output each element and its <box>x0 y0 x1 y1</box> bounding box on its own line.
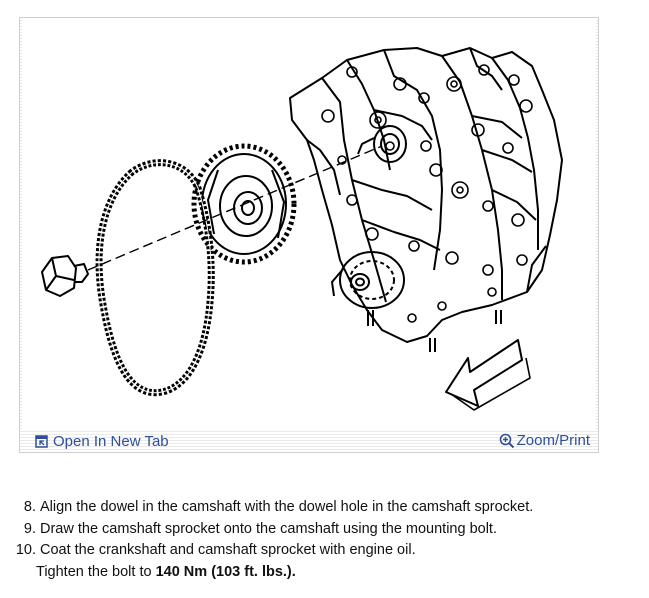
direction-arrow <box>445 339 531 411</box>
step-item: 10. Coat the crankshaft and camshaft spr… <box>12 540 632 562</box>
figure-frame: Open In New Tab Zoom/Print <box>19 17 599 453</box>
step-item: 8. Align the dowel in the camshaft with … <box>12 497 632 519</box>
timing-chain <box>95 159 215 397</box>
torque-note: Tighten the bolt to 140 Nm (103 ft. lbs.… <box>12 562 632 584</box>
crankshaft-gear <box>331 251 405 309</box>
sprocket-bolt <box>41 255 89 297</box>
camshaft-sprocket <box>191 143 297 265</box>
procedure-steps: 8. Align the dowel in the camshaft with … <box>12 497 632 583</box>
open-in-new-tab-label: Open In New Tab <box>53 433 169 450</box>
open-in-new-tab-icon <box>35 435 48 448</box>
camshaft-nose <box>357 125 407 163</box>
engine-block <box>289 47 563 343</box>
step-number: 9. <box>23 520 36 537</box>
camshaft-sprocket-diagram[interactable] <box>22 20 596 430</box>
step-text: Draw the camshaft sprocket onto the cams… <box>40 520 497 537</box>
figure-toolbar: Open In New Tab Zoom/Print <box>20 430 598 452</box>
zoom-print-label: Zoom/Print <box>516 432 590 449</box>
alignment-axis <box>87 145 383 271</box>
torque-note-suffix: . <box>291 563 296 580</box>
step-text: Coat the crankshaft and camshaft sprocke… <box>40 542 416 558</box>
step-text: Align the dowel in the camshaft with the… <box>40 499 534 515</box>
step-number: 10. <box>15 542 36 558</box>
open-in-new-tab-link[interactable]: Open In New Tab <box>35 433 169 450</box>
zoom-print-link[interactable]: Zoom/Print <box>499 432 590 449</box>
step-number: 8. <box>23 499 36 515</box>
torque-note-prefix: Tighten the bolt to <box>36 563 156 580</box>
step-item: 9. Draw the camshaft sprocket onto the c… <box>12 519 632 541</box>
zoom-magnifier-icon <box>499 433 515 449</box>
torque-value: 140 Nm (103 ft. lbs.) <box>155 563 292 580</box>
block-holes <box>321 64 533 323</box>
